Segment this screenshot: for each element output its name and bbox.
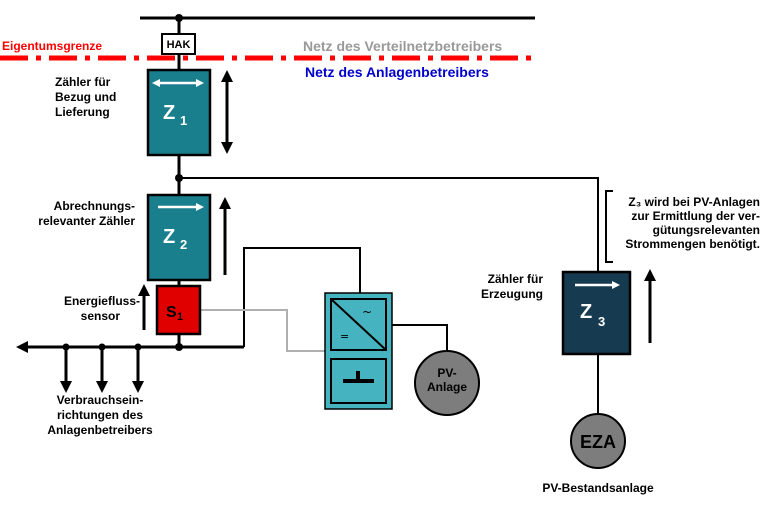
note-line4: Strommengen benötigt. <box>625 237 760 251</box>
note-bracket <box>605 190 613 263</box>
sensor-s1: S 1 <box>155 284 202 336</box>
meter-z2-index: 2 <box>180 237 187 252</box>
meter-z1-index: 1 <box>180 113 187 128</box>
z2-caption-line2: relevanter Zähler <box>38 214 135 228</box>
z1-caption-line3: Lieferung <box>55 105 110 119</box>
note-line2: zur Ermittlung der ver- <box>631 209 760 223</box>
note-line1: Z₃ wird bei PV-Anlagen <box>628 195 760 209</box>
eza-label: EZA <box>580 432 616 452</box>
verteilnetz-label: Netz des Verteilnetzbetreibers <box>303 38 502 54</box>
consumer-caption-line2: richtungen des <box>57 408 143 422</box>
z1-caption-line2: Bezug und <box>55 90 116 104</box>
eza-caption: PV-Bestandsanlage <box>542 481 654 495</box>
wire-to-z3 <box>179 177 599 272</box>
sensor-s1-letter: S <box>166 304 177 321</box>
meter-z2-letter: Z <box>163 226 175 248</box>
pv-label-line1: PV- <box>437 366 456 380</box>
s1-caption-line2: sensor <box>81 309 121 323</box>
s1-caption-line1: Energiefluss- <box>64 294 140 308</box>
meter-z3: Z 3 <box>561 270 632 356</box>
pv-label-line2: Anlage <box>427 380 467 394</box>
sensor-s1-index: 1 <box>177 311 183 323</box>
pv-anlage-symbol <box>414 350 480 416</box>
meter-z3-index: 3 <box>598 314 605 329</box>
svg-text:~: ~ <box>362 305 372 319</box>
wire-bus-inverter <box>243 247 361 347</box>
note-line3: gütungsrelevanten <box>653 223 760 237</box>
meter-z1: Z 1 <box>146 68 212 157</box>
meter-z2: Z 2 <box>146 193 212 282</box>
z2-caption-line1: Abrechnungs- <box>54 199 135 213</box>
meter-z3-letter: Z <box>580 301 592 323</box>
hak-label: HAK <box>167 39 191 51</box>
z1-caption-line1: Zähler für <box>55 75 111 89</box>
consumer-caption-line1: Verbrauchsein- <box>57 393 144 407</box>
z3-caption-line2: Erzeugung <box>481 287 543 301</box>
inverter: ~ = <box>324 292 393 410</box>
anlagennetz-label: Netz des Anlagenbetreibers <box>305 64 489 80</box>
eza-symbol <box>570 413 626 469</box>
meter-z1-letter: Z <box>163 102 175 124</box>
consumer-caption-line3: Anlagenbetreibers <box>47 423 153 437</box>
sensor-signal-line <box>201 309 329 352</box>
wire-inverter-pv <box>392 324 448 356</box>
z3-caption-line1: Zähler für <box>488 272 544 286</box>
svg-text:=: = <box>340 330 349 343</box>
eigentumsgrenze-label: Eigentumsgrenze <box>2 39 102 53</box>
